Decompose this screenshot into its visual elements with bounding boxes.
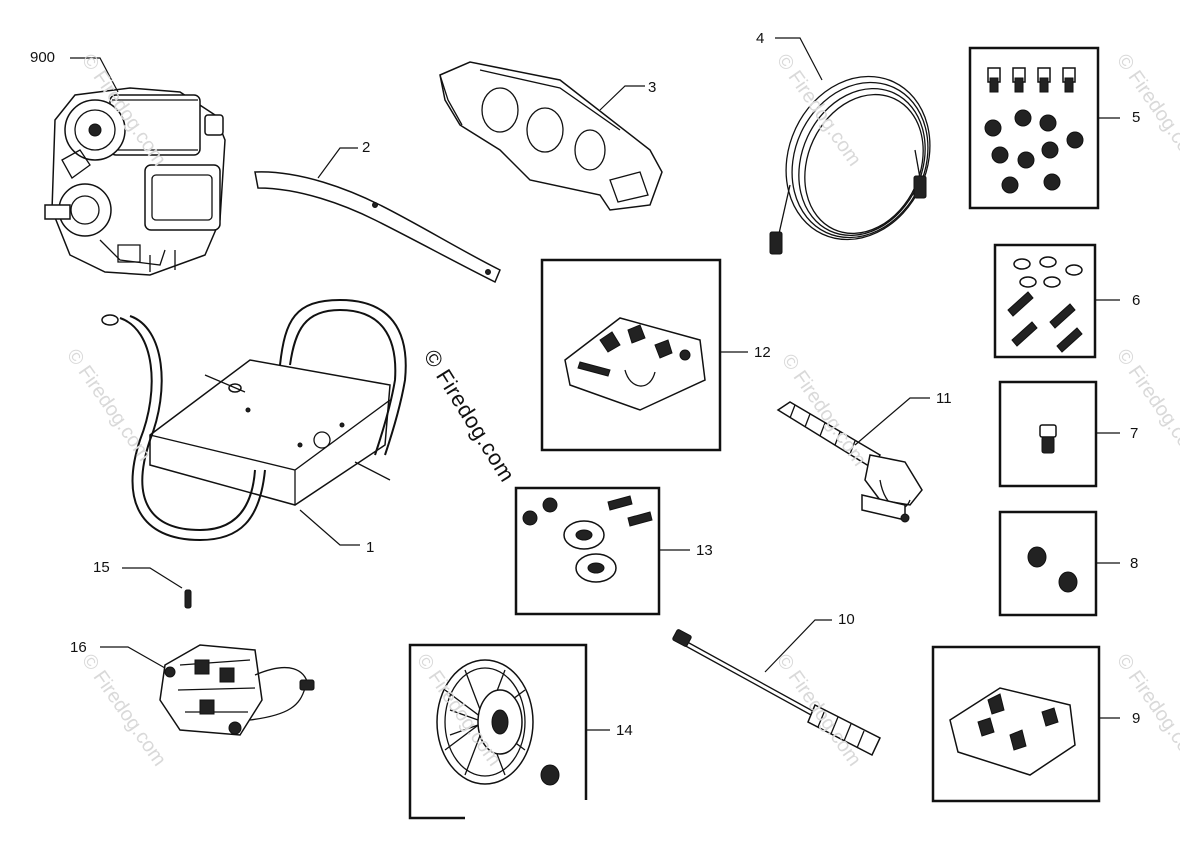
leader-line-10 (764, 619, 832, 673)
callout-label-8: 8 (1130, 555, 1139, 572)
leader-line-3 (599, 85, 645, 111)
spray-lance-part-10[interactable] (672, 629, 881, 757)
callout-label-7: 7 (1130, 425, 1139, 442)
callout-label-5: 5 (1132, 109, 1141, 126)
leader-line-2 (317, 147, 358, 179)
callout-label-16: 16 (70, 639, 87, 656)
kit-box-14[interactable] (408, 643, 588, 820)
handle-bar-part-2[interactable] (254, 171, 501, 284)
callout-label-14: 14 (616, 722, 633, 739)
callout-label-12: 12 (754, 344, 771, 361)
kit-box-5[interactable] (968, 46, 1100, 210)
nozzle-kit-part-9 (949, 687, 1076, 776)
callout-label-11: 11 (936, 390, 952, 407)
kit-box-12[interactable] (540, 258, 722, 452)
kit-box-6[interactable] (993, 243, 1097, 359)
spray-gun-part-11[interactable] (776, 401, 923, 523)
kit-box-13[interactable] (514, 486, 661, 616)
callout-label-2: 2 (362, 139, 371, 156)
kit-box-8[interactable] (998, 510, 1098, 617)
coupler-part-7 (1039, 424, 1057, 454)
shroud-part-3[interactable] (439, 61, 663, 211)
leader-line-11 (854, 397, 930, 446)
engine-part-900[interactable] (44, 87, 226, 276)
callout-label-9: 9 (1132, 710, 1141, 727)
callout-label-3: 3 (648, 79, 657, 96)
callout-label-10: 10 (838, 611, 855, 628)
frame-part-1[interactable] (101, 298, 407, 542)
pin-part-15[interactable] (184, 589, 192, 609)
kit-box-9[interactable] (931, 645, 1101, 803)
wheel-part-14 (436, 659, 560, 786)
fittings-part-5 (984, 67, 1084, 194)
leader-line-4 (775, 37, 823, 81)
caps-part-8 (1027, 546, 1078, 593)
callout-label-15: 15 (93, 559, 110, 576)
callout-label-4: 4 (756, 30, 765, 47)
pump-part-16[interactable] (159, 644, 315, 736)
hose-part-4[interactable] (760, 53, 956, 264)
leader-line-1 (299, 509, 360, 546)
hardware-bag-part-12 (564, 317, 706, 411)
kit-box-7[interactable] (998, 380, 1098, 488)
callout-label-6: 6 (1132, 292, 1141, 309)
leader-line-16 (100, 646, 166, 669)
callout-label-13: 13 (696, 542, 713, 559)
callout-label-1: 1 (366, 539, 375, 556)
leader-line-15 (122, 567, 183, 589)
callout-label-900: 900 (30, 49, 56, 66)
leader-line-900 (70, 57, 119, 93)
bolts-part-6 (1007, 256, 1083, 353)
wheel-hardware-part-13 (522, 495, 653, 583)
